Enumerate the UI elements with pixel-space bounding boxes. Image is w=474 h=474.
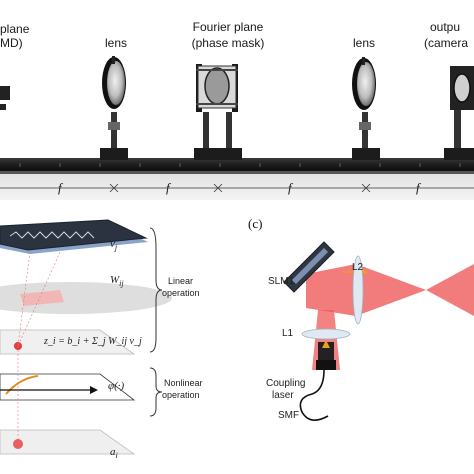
- input-plane-label-line2: MD): [0, 36, 23, 50]
- focal-mark-2: f: [166, 180, 170, 195]
- nonlinear-operation-line2: operation: [162, 390, 200, 400]
- coupling-laser-line1: Coupling: [266, 378, 306, 389]
- l2-label: L2: [352, 262, 364, 273]
- phi-symbol: φ(·): [108, 380, 125, 392]
- nonlinear-operation-line1: Nonlinear: [164, 378, 203, 388]
- focal-mark-1: f: [58, 180, 62, 195]
- lens-right-label: lens: [352, 36, 375, 50]
- smf-label: SMF: [278, 410, 300, 421]
- slm1-label: SLM1: [268, 276, 295, 287]
- lens-left-label: lens: [104, 36, 127, 50]
- panel-c-label: (c): [248, 216, 263, 231]
- v-j-symbol: vj: [110, 238, 118, 253]
- lens-2-mount: [352, 57, 380, 160]
- coupling-laser-line2: laser: [272, 390, 294, 401]
- z-equation: z_i = b_i + Σ_j W_ij v_j: [44, 336, 142, 347]
- fourier-plane-mount: [194, 64, 242, 160]
- a-i-symbol: ai: [110, 446, 118, 461]
- optical-bench-photo: plane MD) lens Fourier plane (phase mask…: [0, 0, 474, 210]
- optical-bench-illustration: [0, 0, 474, 210]
- focal-mark-4: f: [416, 180, 420, 195]
- linear-operation-line2: operation: [162, 288, 200, 298]
- w-ij-symbol: Wij: [110, 274, 124, 289]
- output-label-line1: outpu: [430, 20, 461, 34]
- network-diagram: vj Wij Linear operation z_i = b_i + Σ_j …: [0, 218, 236, 474]
- optical-setup-diagram: SLM1 L2 L1 Coupling laser SMF: [236, 230, 474, 474]
- camera-mount: [444, 66, 474, 160]
- output-label-line2: (camera: [424, 36, 469, 50]
- input-plane-label-line1: plane: [0, 22, 30, 36]
- fourier-plane-label-line1: Fourier plane: [192, 20, 264, 34]
- linear-operation-line1: Linear: [168, 276, 194, 286]
- lens-1-mount: [100, 56, 128, 160]
- focal-mark-3: f: [288, 180, 292, 195]
- fourier-plane-label-line2: (phase mask): [191, 36, 265, 50]
- l1-label: L1: [282, 328, 294, 339]
